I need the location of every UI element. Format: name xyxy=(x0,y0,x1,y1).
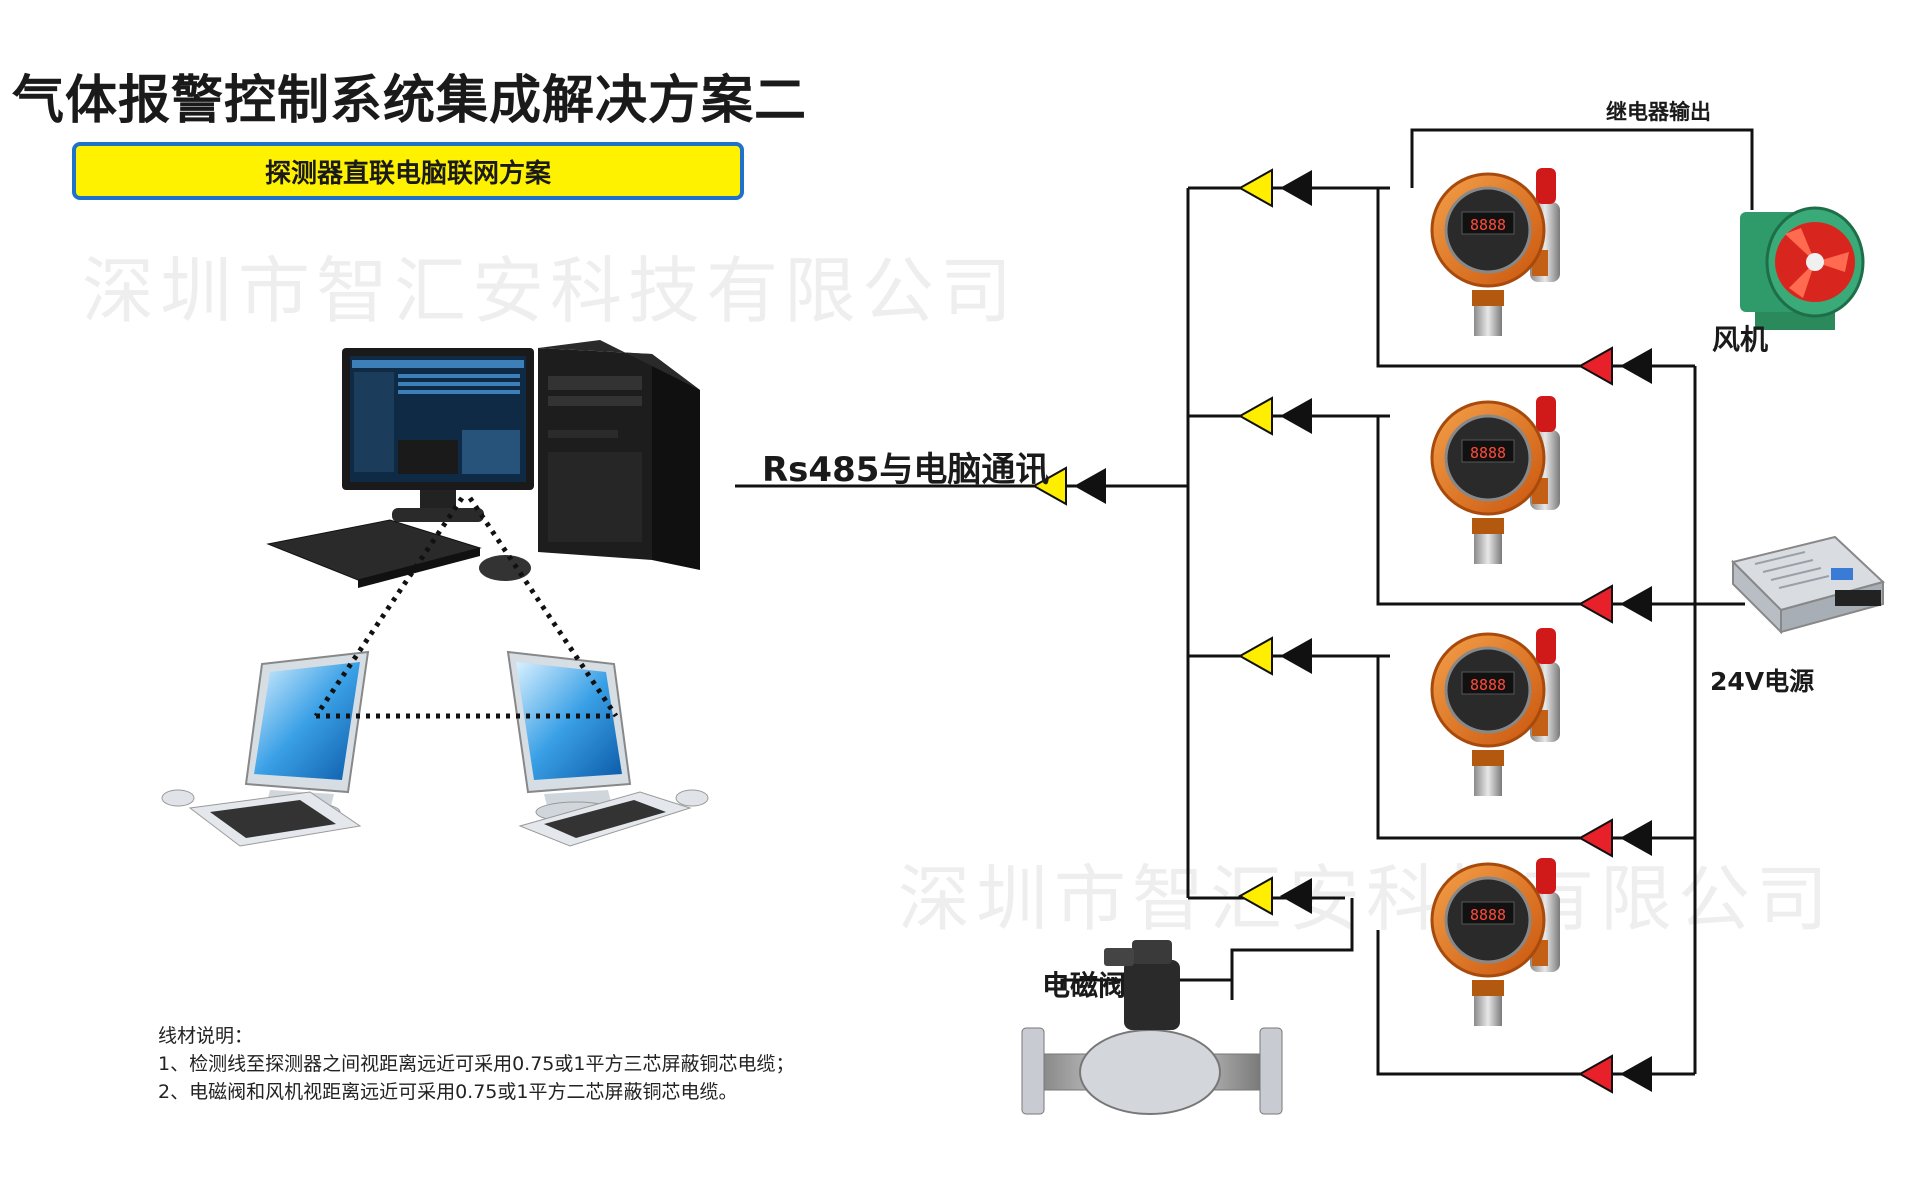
psu-image xyxy=(1731,535,1885,635)
valve-label: 电磁阀 xyxy=(1042,969,1127,1002)
arrow-d1-yellow xyxy=(1237,168,1312,208)
notes-line-2: 2、电磁阀和风机视距离远近可采用0.75或1平方二芯屏蔽铜芯电缆。 xyxy=(158,1081,738,1103)
detector-3 xyxy=(1430,626,1562,798)
notes-heading: 线材说明： xyxy=(158,1025,254,1047)
subtitle-banner: 探测器直联电脑联网方案 xyxy=(72,142,744,200)
arrow-d4-yellow xyxy=(1237,876,1312,916)
arrow-p3-red xyxy=(1577,818,1652,858)
arrow-p2-red xyxy=(1577,584,1652,624)
detector-1 xyxy=(1430,166,1562,338)
relay-output-label: 继电器输出 xyxy=(1606,100,1711,124)
notes-line-1: 1、检测线至探测器之间视距离远近可采用0.75或1平方三芯屏蔽铜芯电缆； xyxy=(158,1053,795,1075)
data-arrows xyxy=(1031,168,1312,916)
arrow-d2-yellow xyxy=(1237,396,1312,436)
arrow-d3-yellow xyxy=(1237,636,1312,676)
wiring-notes: 线材说明： 1、检测线至探测器之间视距离远近可采用0.75或1平方三芯屏蔽铜芯电… xyxy=(158,1022,794,1106)
detector-2 xyxy=(1430,394,1562,566)
power-arrows xyxy=(1577,346,1652,1094)
fan-label: 风机 xyxy=(1712,323,1769,356)
page-title: 气体报警控制系统集成解决方案二 xyxy=(12,71,808,131)
client-computer-right xyxy=(506,650,709,847)
detector-4 xyxy=(1430,856,1562,1028)
arrow-p1-red xyxy=(1577,346,1652,386)
watermark-bottom: 深圳市智汇安科技有限公司 xyxy=(898,857,1835,941)
solenoid-valve-image xyxy=(1021,940,1283,1115)
network-dotted-lines xyxy=(313,496,619,719)
main-computer-image xyxy=(266,340,700,588)
arrow-pc-yellow xyxy=(1031,466,1106,506)
rs485-label: Rs485与电脑通讯 xyxy=(762,450,1050,490)
client-computer-left xyxy=(161,650,370,847)
watermark-top: 深圳市智汇安科技有限公司 xyxy=(82,249,1019,333)
arrow-p4-red xyxy=(1577,1054,1652,1094)
psu-label: 24V电源 xyxy=(1710,667,1815,696)
fan-image xyxy=(1740,206,1865,330)
